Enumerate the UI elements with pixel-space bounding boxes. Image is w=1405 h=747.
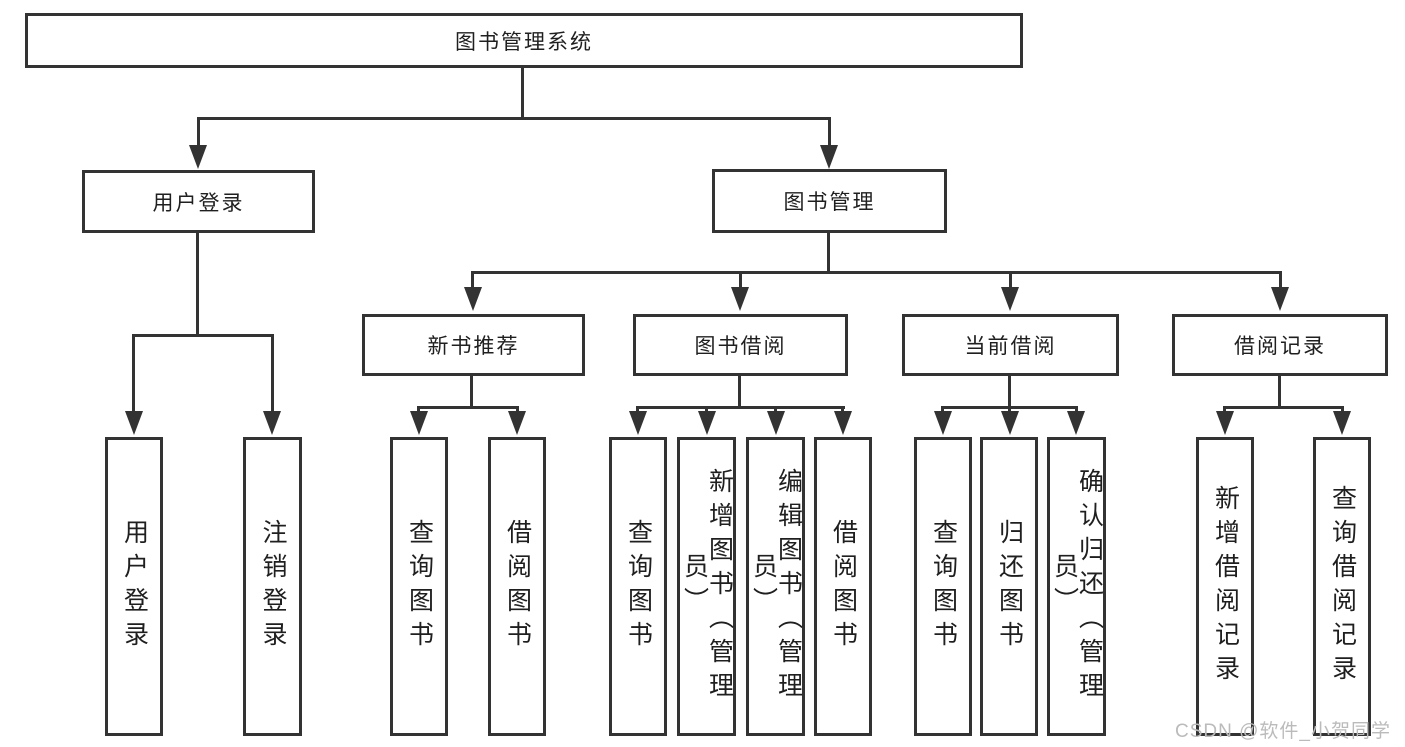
connector-currentborrow-vline	[1008, 376, 1011, 409]
arrow-down-icon	[834, 411, 852, 435]
arrow-down-icon	[263, 411, 281, 435]
node-cb-confirm-return-admin: 确认归还（管理员）	[1047, 437, 1106, 736]
connector-userlogin-stub	[197, 117, 200, 147]
connector-bookborrow-stub	[739, 271, 742, 289]
arrow-down-icon	[1001, 287, 1019, 311]
connector-currentborrow-stub	[1009, 271, 1012, 289]
connector-leaf-stub	[1341, 406, 1344, 414]
connector-root-hline	[197, 117, 831, 120]
node-login: 用户登录	[105, 437, 163, 736]
node-book-management: 图书管理	[712, 169, 947, 233]
node-logout: 注销登录	[243, 437, 302, 736]
connector-leaf-stub	[516, 406, 519, 414]
arrow-down-icon	[410, 411, 428, 435]
node-root: 图书管理系统	[25, 13, 1023, 68]
node-new-book-recommend: 新书推荐	[362, 314, 585, 376]
node-bb-edit-book-admin: 编辑图书（管理员）	[746, 437, 805, 736]
node-cb-query-books: 查询图书	[914, 437, 972, 736]
arrow-down-icon	[1333, 411, 1351, 435]
arrow-down-icon	[1216, 411, 1234, 435]
node-nbr-query-books: 查询图书	[390, 437, 448, 736]
node-current-borrow: 当前借阅	[902, 314, 1119, 376]
connector-leaf-stub	[705, 406, 708, 414]
connector-leaf-stub	[1008, 406, 1011, 414]
connector-borrowrecords-hline	[1223, 406, 1344, 409]
arrow-down-icon	[1271, 287, 1289, 311]
node-book-borrow: 图书借阅	[633, 314, 848, 376]
connector-leaf-stub	[774, 406, 777, 414]
connector-userlogin-hline	[132, 334, 274, 337]
arrow-down-icon	[767, 411, 785, 435]
connector-login-stub	[132, 334, 135, 413]
connector-leaf-stub	[841, 406, 844, 414]
arrow-down-icon	[464, 287, 482, 311]
node-bb-add-book-admin: 新增图书（管理员）	[677, 437, 736, 736]
arrow-down-icon	[189, 145, 207, 169]
node-cb-return-books: 归还图书	[980, 437, 1038, 736]
connector-bookmgmt-stub	[828, 117, 831, 147]
connector-bookborrow-vline	[738, 376, 741, 409]
connector-leaf-stub	[1223, 406, 1226, 414]
connector-bookmgmt-vline	[827, 233, 830, 274]
connector-newbook-hline	[417, 406, 519, 409]
connector-newbook-stub	[471, 271, 474, 289]
node-nbr-borrow-books: 借阅图书	[488, 437, 546, 736]
connector-bookborrow-hline	[636, 406, 845, 409]
connector-borrowrecords-vline	[1278, 376, 1281, 409]
csdn-watermark: CSDN @软件_小贺同学	[1175, 721, 1391, 742]
arrow-down-icon	[1001, 411, 1019, 435]
node-br-query-record: 查询借阅记录	[1313, 437, 1371, 736]
node-bb-borrow-books: 借阅图书	[814, 437, 872, 736]
connector-borrowrecords-stub	[1279, 271, 1282, 289]
arrow-down-icon	[820, 145, 838, 169]
arrow-down-icon	[125, 411, 143, 435]
connector-root-vline	[521, 68, 524, 120]
node-bb-query-books: 查询图书	[609, 437, 667, 736]
arrow-down-icon	[731, 287, 749, 311]
connector-bookmgmt-hline	[471, 271, 1282, 274]
node-br-add-record: 新增借阅记录	[1196, 437, 1254, 736]
arrow-down-icon	[698, 411, 716, 435]
connector-leaf-stub	[417, 406, 420, 414]
connector-userlogin-vline	[196, 233, 199, 337]
node-borrow-records: 借阅记录	[1172, 314, 1388, 376]
connector-leaf-stub	[1075, 406, 1078, 414]
arrow-down-icon	[508, 411, 526, 435]
connector-leaf-stub	[941, 406, 944, 414]
connector-newbook-vline	[470, 376, 473, 409]
connector-logout-stub	[271, 334, 274, 413]
node-user-login: 用户登录	[82, 170, 315, 233]
arrow-down-icon	[934, 411, 952, 435]
arrow-down-icon	[1067, 411, 1085, 435]
arrow-down-icon	[629, 411, 647, 435]
connector-leaf-stub	[636, 406, 639, 414]
